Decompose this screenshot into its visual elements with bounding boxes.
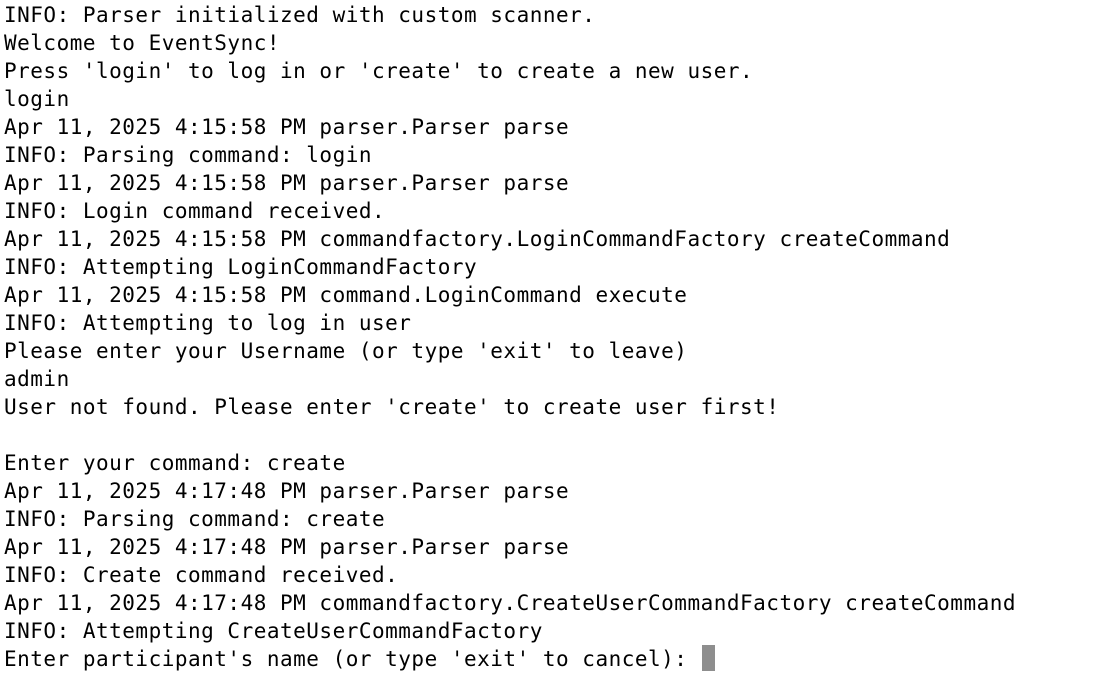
terminal-line: Apr 11, 2025 4:15:58 PM command.LoginCom… [4,283,688,307]
terminal-line: Apr 11, 2025 4:15:58 PM parser.Parser pa… [4,115,570,139]
terminal-line: Apr 11, 2025 4:17:48 PM commandfactory.C… [4,591,1017,615]
terminal-line: Welcome to EventSync! [4,31,281,55]
terminal-line: Press 'login' to log in or 'create' to c… [4,59,754,83]
terminal-line [4,421,1098,449]
terminal-line: login [4,87,70,111]
terminal-line: Apr 11, 2025 4:15:58 PM commandfactory.L… [4,227,951,251]
terminal-line: Please enter your Username (or type 'exi… [4,339,688,363]
terminal-line: Apr 11, 2025 4:15:58 PM parser.Parser pa… [4,171,570,195]
terminal-line: INFO: Parsing command: create [4,507,386,531]
terminal-line: INFO: Parsing command: login [4,143,373,167]
terminal-line: INFO: Attempting to log in user [4,311,412,335]
terminal-line: Apr 11, 2025 4:17:48 PM parser.Parser pa… [4,535,570,559]
terminal-output[interactable]: INFO: Parser initialized with custom sca… [4,1,1098,674]
terminal-prompt: Enter participant's name (or type 'exit'… [4,647,701,671]
terminal-line: User not found. Please enter 'create' to… [4,395,780,419]
terminal-line: INFO: Create command received. [4,563,399,587]
terminal-line: INFO: Login command received. [4,199,386,223]
terminal-line: INFO: Attempting CreateUserCommandFactor… [4,619,543,643]
terminal-line: INFO: Attempting LoginCommandFactory [4,255,478,279]
terminal-line: Apr 11, 2025 4:17:48 PM parser.Parser pa… [4,479,570,503]
text-cursor [701,645,715,671]
terminal-prompt-line[interactable]: Enter participant's name (or type 'exit'… [4,645,1098,673]
terminal-line: INFO: Parser initialized with custom sca… [4,3,596,27]
terminal-line: Enter your command: create [4,451,346,475]
terminal-line: admin [4,367,70,391]
